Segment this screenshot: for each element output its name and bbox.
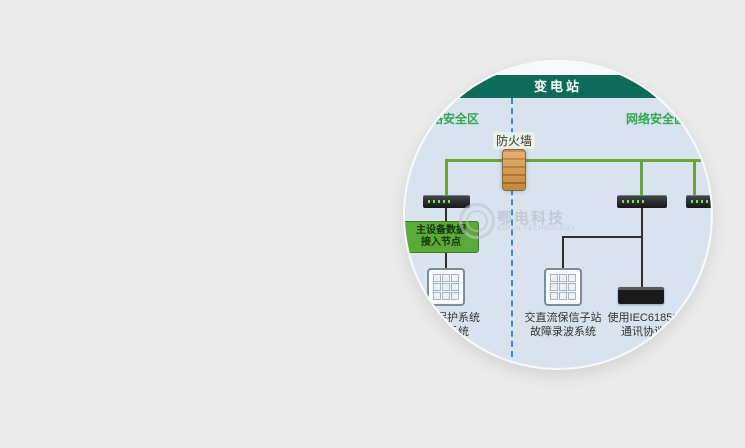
device-label-left: 继电保护系统 监控系统 [405, 311, 499, 339]
access-node-tag: 主设备数据 接入节点 [405, 221, 479, 253]
access-node-line1: 主设备数据 [416, 225, 466, 236]
relay-device-middle-icon [544, 268, 582, 306]
device-label-right: 使用IEC61850 通讯协议 [601, 311, 685, 339]
device-label-right-line1: 使用IEC61850 [607, 312, 679, 324]
firewall-icon [502, 149, 526, 191]
switch-leds [622, 200, 644, 203]
circle-top-strip [405, 62, 711, 75]
relay-panel-grid [433, 274, 459, 300]
zone-label-left: 网络安全区 [419, 112, 480, 126]
wire-gateway-drop [641, 238, 643, 288]
device-label-left-line1: 继电保护系统 [414, 312, 480, 324]
network-switch-right-icon [617, 195, 667, 208]
bus-drop-left [445, 159, 448, 197]
device-label-left-line2: 监控系统 [425, 326, 469, 338]
device-label-middle-line1: 交直流保信子站 [524, 312, 602, 324]
device-label-right-line2: 通讯协议 [621, 326, 665, 338]
comm-gateway-icon [618, 287, 664, 304]
zone-label-right: 网络安全区 [626, 112, 687, 126]
bus-drop-right [640, 159, 643, 197]
network-switch-left-icon [423, 195, 470, 208]
network-device-partial-icon [686, 195, 711, 208]
watermark-company-name-en: EDIAN TECHNOLOGY [498, 226, 576, 232]
device-label-middle: 交直流保信子站 故障录波系统 [511, 311, 615, 339]
relay-panel-grid [550, 274, 576, 300]
access-node-line2: 接入节点 [421, 237, 461, 248]
wire-horizontal-bus [562, 236, 643, 238]
device-label-middle-line2: 故障录波系统 [530, 326, 596, 338]
firewall-label: 防火墙 [493, 132, 536, 149]
wire-middle-drop [562, 238, 564, 269]
magnifier-circle: 变电站 网络安全区 网络安全区 防火墙 主设备数据 接入节点 [405, 62, 711, 368]
substation-header: 变电站 [405, 75, 711, 98]
switch-leds [691, 200, 711, 203]
bus-drop-edge [693, 159, 696, 197]
watermark-company-name: 鄂电科技 [497, 210, 566, 227]
switch-leds [428, 200, 450, 203]
network-bus-line [446, 159, 702, 162]
substation-title: 变电站 [533, 79, 582, 94]
security-zone-divider-line [511, 98, 513, 357]
wire-right-vertical [641, 208, 643, 238]
relay-device-left-icon [427, 268, 465, 306]
